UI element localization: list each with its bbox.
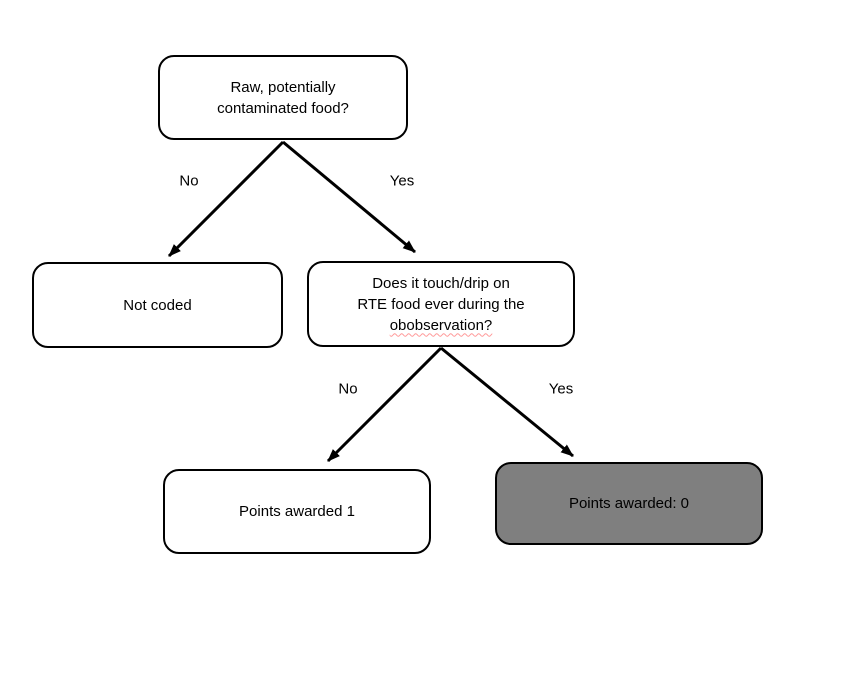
- edge-touch-yes-arrow: [440, 346, 574, 458]
- edge-label-root-no: No: [179, 172, 199, 190]
- node-points-awarded-0: Points awarded: 0: [495, 462, 763, 545]
- edge-label-root-yes: Yes: [389, 172, 415, 190]
- node-touch-drip-line3: obobservation?: [389, 316, 493, 334]
- node-root-question-line1: Raw, potentially: [230, 78, 336, 96]
- node-touch-drip-line2: RTE food ever during the: [357, 295, 525, 313]
- node-touch-drip-question: Does it touch/drip on RTE food ever duri…: [307, 261, 575, 347]
- edge-root-no-arrow: [167, 140, 285, 258]
- edge-label-touch-yes: Yes: [548, 380, 574, 398]
- node-points-awarded-1-label: Points awarded 1: [239, 503, 355, 520]
- node-root-question-line2: contaminated food?: [217, 99, 349, 117]
- node-points-awarded-1: Points awarded 1: [163, 469, 431, 554]
- node-touch-drip-line1: Does it touch/drip on: [372, 274, 510, 292]
- edge-label-touch-no: No: [338, 380, 358, 398]
- edge-touch-no-arrow: [326, 346, 443, 463]
- node-root-question: Raw, potentially contaminated food?: [158, 55, 408, 140]
- edge-root-yes-arrow: [282, 140, 416, 254]
- node-not-coded-label: Not coded: [123, 296, 192, 314]
- node-not-coded: Not coded: [32, 262, 283, 348]
- node-points-awarded-0-label: Points awarded: 0: [568, 495, 690, 512]
